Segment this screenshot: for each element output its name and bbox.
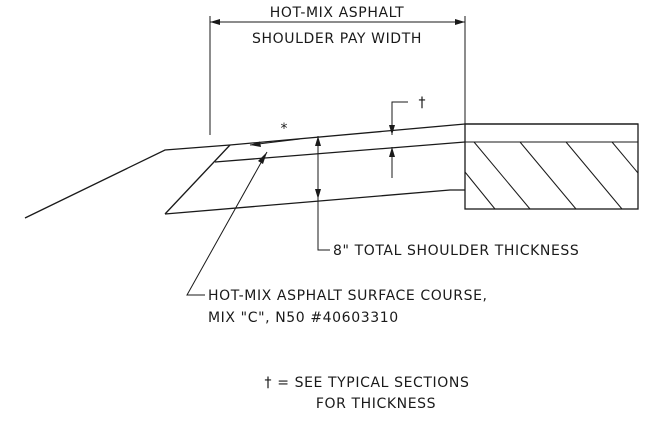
- dagger-mark: †: [419, 95, 426, 111]
- pavement-block: [464, 123, 639, 210]
- pay-width-label-line1: HOT-MIX ASPHALT: [270, 5, 405, 21]
- slope-arrow-head: [250, 141, 261, 147]
- dagger-arrow-down: [389, 125, 395, 135]
- slope-asterisk-mark: *: [281, 121, 288, 137]
- total-thickness-arrow-bottom: [315, 189, 321, 199]
- pavement-hatch-1: [473, 141, 531, 210]
- surface-course-leader-arrow: [258, 152, 267, 164]
- pavement-outline: [464, 123, 639, 210]
- footnote-line2: FOR THICKNESS: [316, 396, 436, 412]
- dagger-leader-top: [391, 101, 408, 135]
- pay-width-label-line2: SHOULDER PAY WIDTH: [252, 31, 422, 47]
- pavement-hatch-4: [611, 141, 639, 174]
- surface-course-label-line2: MIX "C", N50 #40603310: [208, 310, 399, 326]
- surface-course-callout: HOT-MIX ASPHALT SURFACE COURSE, MIX "C",…: [186, 151, 488, 326]
- surface-course-leader: [186, 151, 268, 296]
- dagger-arrow-up: [389, 147, 395, 157]
- pay-width-right-arrowhead: [455, 19, 465, 25]
- pavement-hatch-2: [519, 141, 577, 210]
- shoulder-edge-line: [164, 144, 231, 215]
- total-thickness-dimension: 8" TOTAL SHOULDER THICKNESS: [315, 136, 579, 259]
- surface-thickness-indicator: †: [389, 95, 426, 178]
- surface-course-label-line1: HOT-MIX ASPHALT SURFACE COURSE,: [208, 288, 488, 304]
- footnote-line1: † = SEE TYPICAL SECTIONS: [265, 375, 470, 391]
- pavement-hatch-5: [464, 171, 496, 210]
- footnote: † = SEE TYPICAL SECTIONS FOR THICKNESS: [265, 375, 470, 412]
- surface-course-bottom-line: [214, 141, 466, 163]
- pay-width-dimension: HOT-MIX ASPHALT SHOULDER PAY WIDTH: [209, 5, 466, 135]
- total-thickness-arrow-top: [315, 136, 321, 146]
- total-thickness-label: 8" TOTAL SHOULDER THICKNESS: [333, 243, 579, 259]
- shoulder-bottom-line: [164, 189, 465, 215]
- pavement-hatch-3: [565, 141, 623, 210]
- total-thickness-leader: [317, 199, 330, 251]
- pay-width-left-arrowhead: [210, 19, 220, 25]
- foreslope-ground-line: [24, 144, 231, 219]
- slope-direction-arrow: *: [249, 121, 301, 147]
